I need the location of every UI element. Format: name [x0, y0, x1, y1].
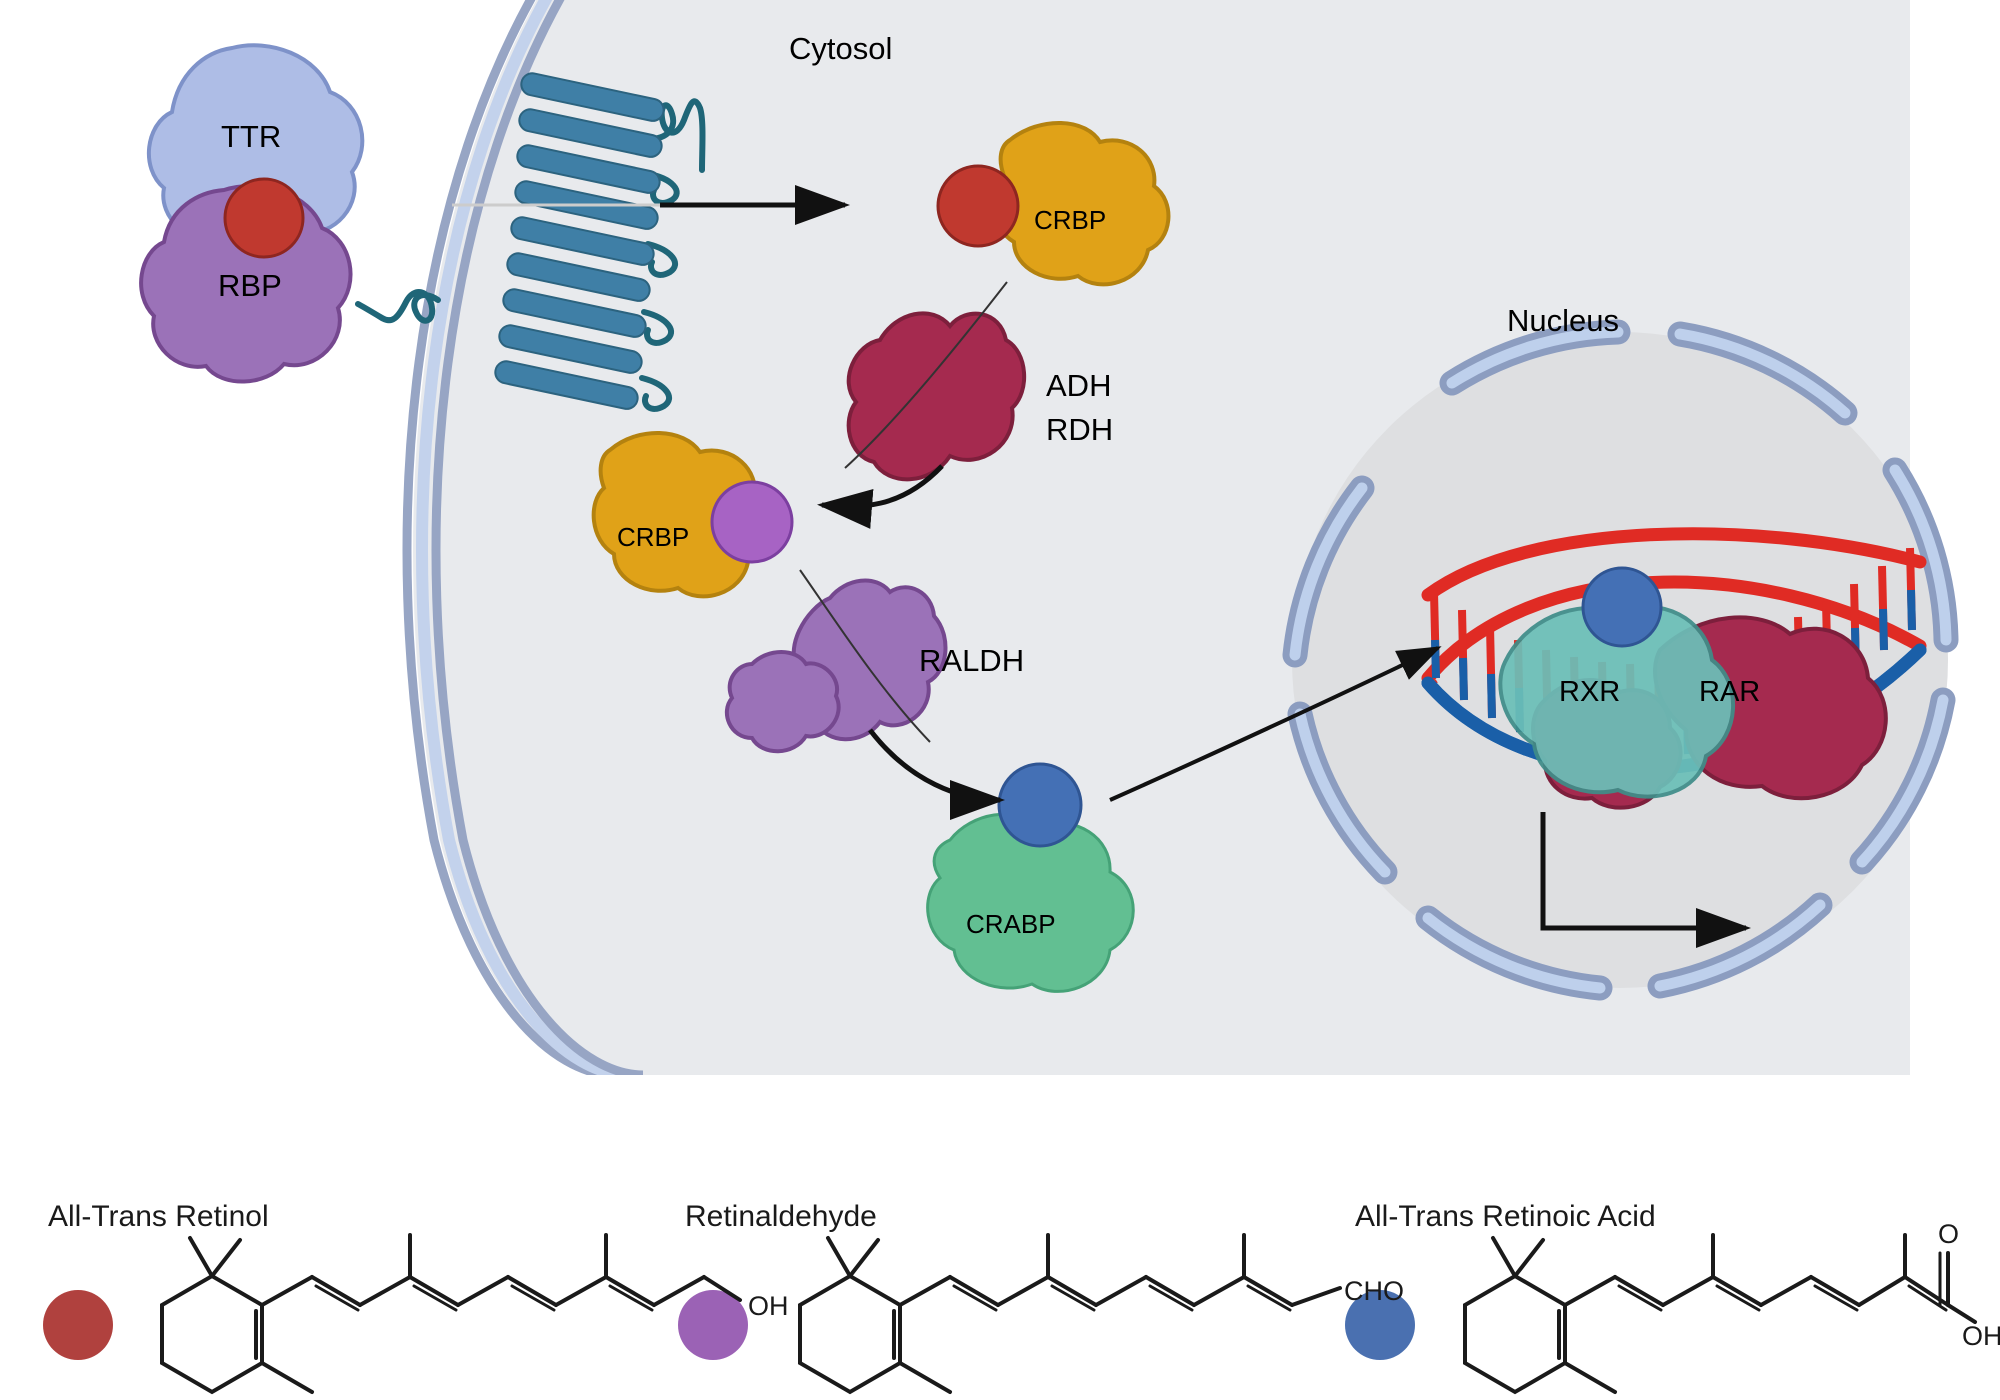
receptor-helices [494, 72, 665, 410]
helix-8 [498, 324, 643, 374]
crbp-label-1: CRBP [1034, 205, 1107, 235]
dna-strand-red-front [1421, 527, 1927, 602]
membrane-outer-leaflet [402, 0, 615, 1075]
rar-label: RAR [1699, 676, 1761, 708]
helix-1 [520, 72, 665, 122]
retinoic-acid-carbonyl-oxygen: O [1938, 1219, 1959, 1249]
legend-title-retinaldehyde: Retinaldehyde [685, 1200, 877, 1233]
legend-dot-retinaldehyde [678, 1290, 748, 1360]
crbp-retinaldehyde-complex [591, 431, 794, 599]
structure-retinaldehyde [798, 1233, 1342, 1395]
helix-6 [506, 252, 651, 302]
structure-retinoic-acid [1463, 1233, 1977, 1395]
crabp-label: CRABP [966, 909, 1056, 939]
dna-receptor-complex [1421, 527, 1927, 810]
nucleus-label: Nucleus [1507, 303, 1619, 338]
ttr-label: TTR [221, 119, 282, 154]
helix-3 [516, 144, 661, 194]
structure-retinol [160, 1233, 742, 1395]
helix-2 [518, 108, 663, 158]
retinaldehyde-ligand-crbp [710, 480, 794, 564]
helix-5 [510, 216, 655, 266]
legend-title-retinoic-acid: All-Trans Retinoic Acid [1355, 1200, 1656, 1233]
adh-rdh-conversion-arrow [817, 464, 944, 529]
crabp-to-nucleus-arrow [1109, 646, 1442, 802]
crbp-to-adh-link [844, 281, 1008, 469]
cytosol-label: Cytosol [789, 31, 893, 66]
raldh-conversion-arrow [868, 728, 1005, 820]
nuclear-pores [1282, 319, 1959, 1001]
legend-dot-retinol [43, 1290, 113, 1360]
receptor-loops [355, 98, 706, 412]
raldh-protein-lobe [724, 650, 841, 754]
retinaldehyde-terminal-group: CHO [1344, 1276, 1404, 1306]
adh-rdh-protein [846, 311, 1026, 482]
adh-rdh-enzyme [846, 311, 1026, 482]
adh-label: ADH [1046, 368, 1112, 403]
rbp-label: RBP [218, 268, 282, 303]
retinoic-acid-hydroxyl-group: OH [1962, 1321, 2000, 1351]
retinol-ligand-rbp [223, 177, 305, 259]
raldh-label: RALDH [919, 643, 1025, 678]
legend-dot-retinoic-acid [1345, 1290, 1415, 1360]
raldh-enzyme [724, 578, 948, 754]
retinol-terminal-group: OH [748, 1291, 789, 1321]
rxr-label: RXR [1559, 676, 1621, 708]
crbp-label-2: CRBP [617, 522, 690, 552]
pathway-arrows [452, 185, 1442, 820]
crbp-to-raldh-link [799, 569, 931, 743]
retinoic-acid-ligand-nucleus [1581, 566, 1663, 648]
membrane-inner-leaflet [431, 0, 644, 1075]
membrane-core [416, 0, 630, 1075]
ttr-rbp-complex [139, 43, 365, 384]
membrane-receptor [355, 72, 706, 412]
crabp-complex [926, 762, 1135, 993]
transcription-arrow [1540, 812, 1751, 948]
legend-title-retinol: All-Trans Retinol [48, 1200, 269, 1233]
retinol-ligand-crbp [936, 164, 1020, 248]
helix-7 [502, 288, 647, 338]
crbp-retinol-complex [936, 121, 1171, 287]
helix-9 [494, 360, 639, 410]
crbp-protein-2 [591, 431, 772, 599]
rdh-label: RDH [1046, 412, 1114, 447]
